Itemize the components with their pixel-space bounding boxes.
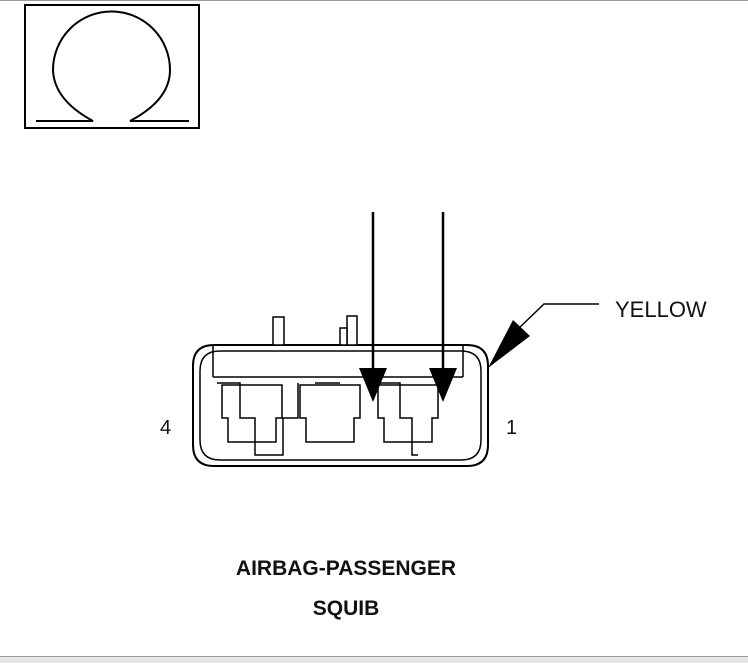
color-leader-line — [488, 303, 599, 368]
pin-right-label: 1 — [506, 417, 517, 439]
wire-pin-1 — [429, 212, 457, 402]
diagram-title-line2: SQUIB — [313, 597, 380, 620]
wire-color-label: YELLOW — [615, 297, 707, 322]
wire-pin-3 — [359, 212, 387, 402]
pin-left-label: 4 — [160, 417, 171, 439]
diagram-title-line1: AIRBAG-PASSENGER — [236, 557, 456, 580]
connector-body — [192, 315, 489, 467]
terminal-cavities — [217, 382, 439, 456]
top-border — [0, 0, 748, 1]
omega-connector-view-icon — [24, 4, 200, 129]
bottom-border — [0, 656, 748, 663]
